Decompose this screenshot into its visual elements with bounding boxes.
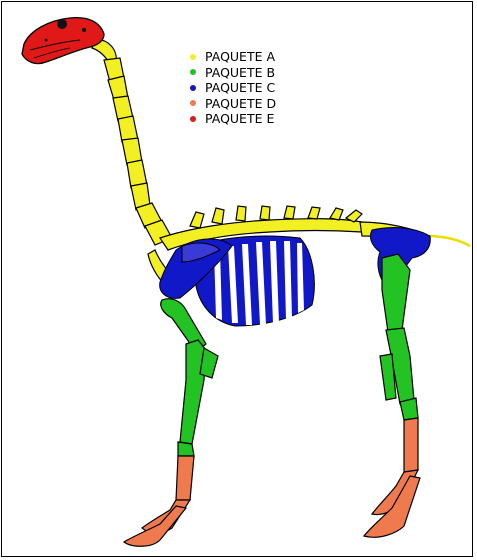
legend-label-c: PAQUETE C [205, 80, 275, 96]
legend-item-c: PAQUETE C [190, 80, 276, 96]
legend-dot-a [190, 54, 196, 60]
legend-label-b: PAQUETE B [205, 65, 275, 81]
legend-item-e: PAQUETE E [190, 111, 276, 127]
legend-dot-e [190, 116, 196, 122]
legend-dot-b [190, 69, 196, 75]
legend-dot-c [190, 85, 196, 91]
legend-label-a: PAQUETE A [205, 49, 275, 65]
legend-item-b: PAQUETE B [190, 65, 276, 81]
legend-item-d: PAQUETE D [190, 96, 276, 112]
legend: PAQUETE A PAQUETE B PAQUETE C PAQUETE D … [190, 49, 276, 127]
package-e-skull [22, 18, 104, 64]
package-d-bones [124, 418, 420, 546]
legend-label-e: PAQUETE E [205, 111, 274, 127]
legend-item-a: PAQUETE A [190, 49, 276, 65]
legend-dot-d [190, 100, 196, 106]
legend-label-d: PAQUETE D [205, 96, 276, 112]
